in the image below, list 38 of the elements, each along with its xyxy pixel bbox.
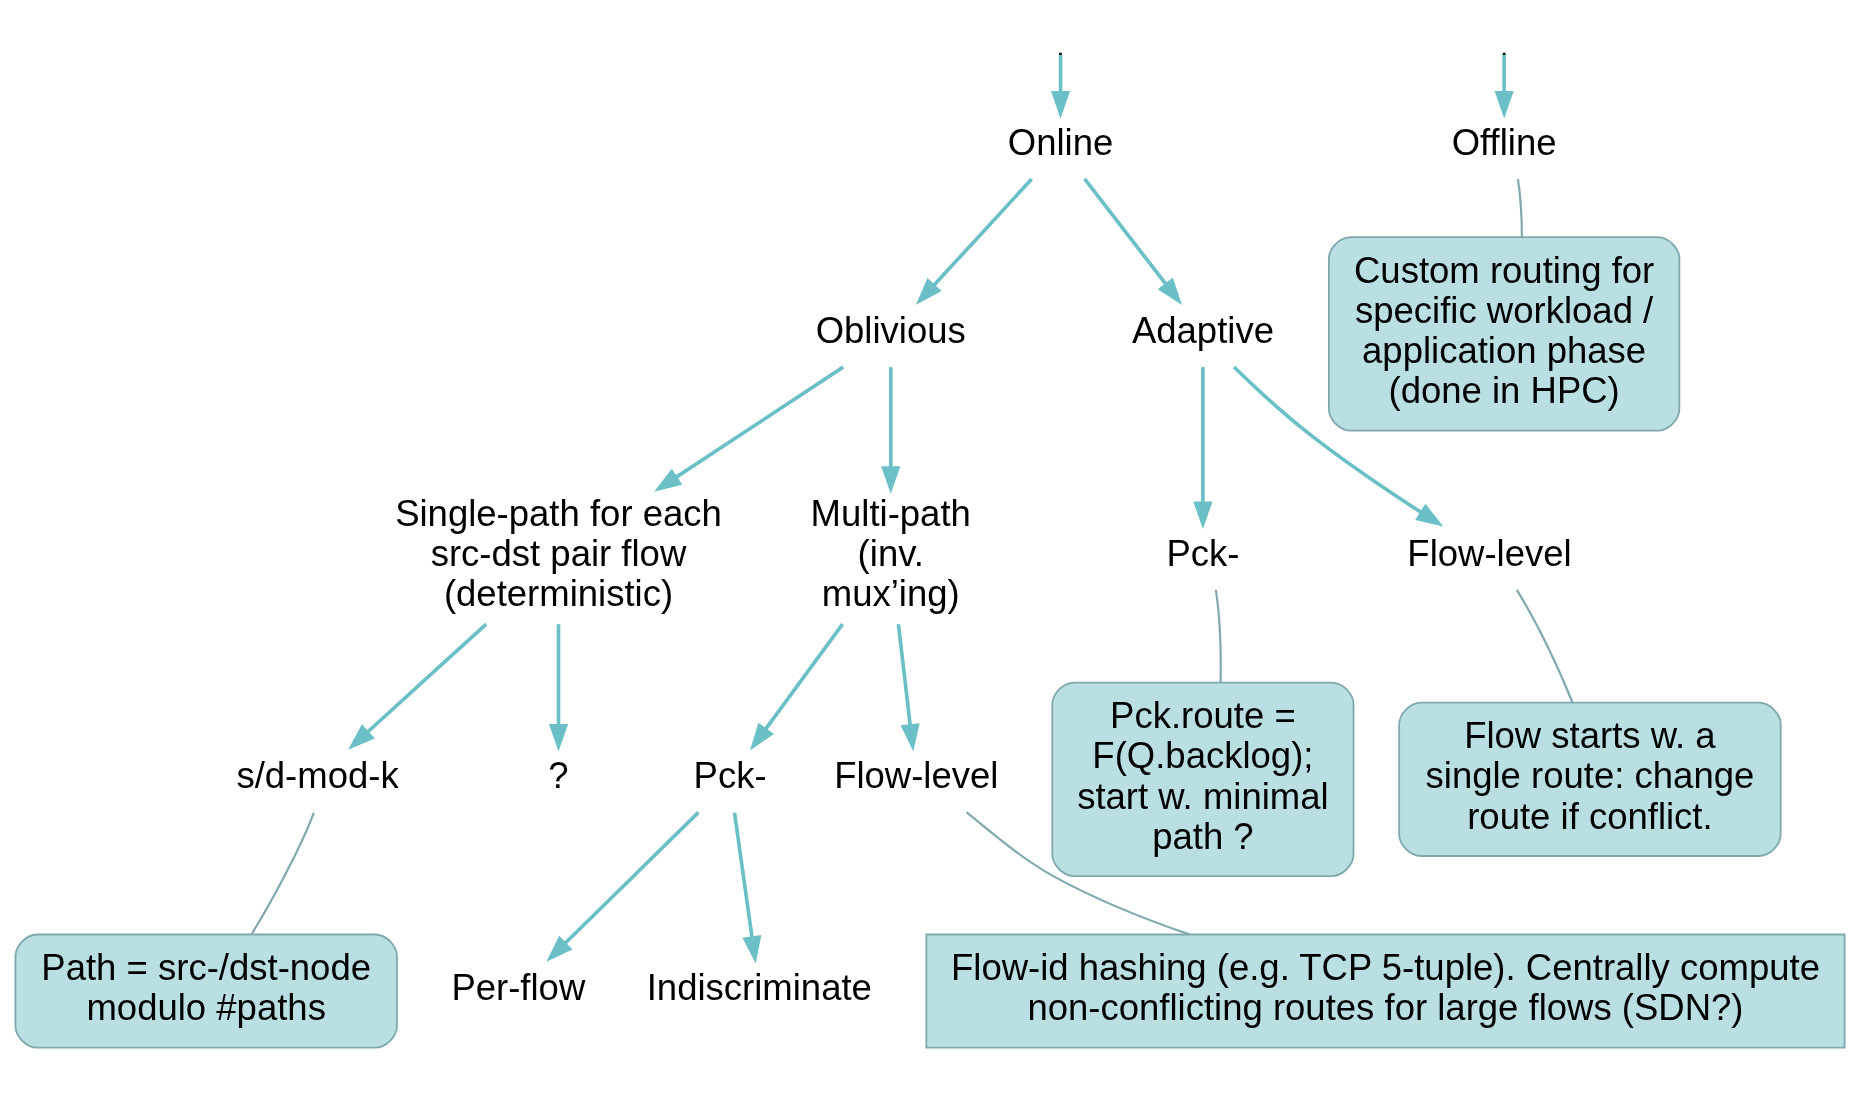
arrow [1083, 177, 1182, 305]
node-text: Flow-level [834, 754, 999, 796]
arrow [546, 810, 700, 962]
node-box: Path = src-/dst-node modulo #paths [14, 933, 398, 1049]
arrow [1193, 366, 1213, 529]
arrow [896, 623, 920, 751]
node-text: Multi-path (inv. mux’ing) [810, 492, 971, 614]
connector [1214, 589, 1222, 682]
node-text: Adaptive [1131, 309, 1274, 351]
connector [1516, 178, 1523, 237]
arrow [348, 622, 488, 750]
arrow [654, 365, 845, 492]
arrow [749, 622, 845, 750]
arrow [1232, 365, 1444, 527]
arrow [732, 812, 762, 964]
node-text: Flow-level [1407, 532, 1572, 574]
node-text: Pck- [1166, 532, 1240, 574]
node-box: Custom routing for specific workload / application phase (done in HPC) [1327, 235, 1681, 432]
node-text: ? [548, 754, 569, 796]
node-text: Per-flow [451, 966, 586, 1008]
arrow [1494, 54, 1514, 118]
arrow [548, 623, 569, 752]
connector [250, 811, 315, 934]
arrow [1050, 54, 1071, 118]
node-text: s/d-mod-k [236, 754, 399, 796]
arrow [881, 366, 901, 494]
node-box: Pck.route = F(Q.backlog); start w. minimal path ? [1051, 681, 1355, 877]
node-text: Online [1007, 121, 1114, 163]
arrow [915, 177, 1034, 305]
node-text: Single-path for each src-dst pair flow (deterministic) [395, 492, 722, 614]
node-box: Flow-id hashing (e.g. TCP 5-tuple). Centrally compute non-conflicting routes for large flows (SDN?) [925, 933, 1846, 1049]
connector [1515, 588, 1574, 703]
node-text: Pck- [693, 754, 767, 796]
connector [965, 810, 1190, 935]
node-text: Oblivious [815, 309, 966, 351]
node-box: Flow starts w. a single route: change route if conflict. [1398, 701, 1782, 857]
node-text: Offline [1451, 121, 1557, 163]
node-text: Indiscriminate [646, 966, 872, 1008]
